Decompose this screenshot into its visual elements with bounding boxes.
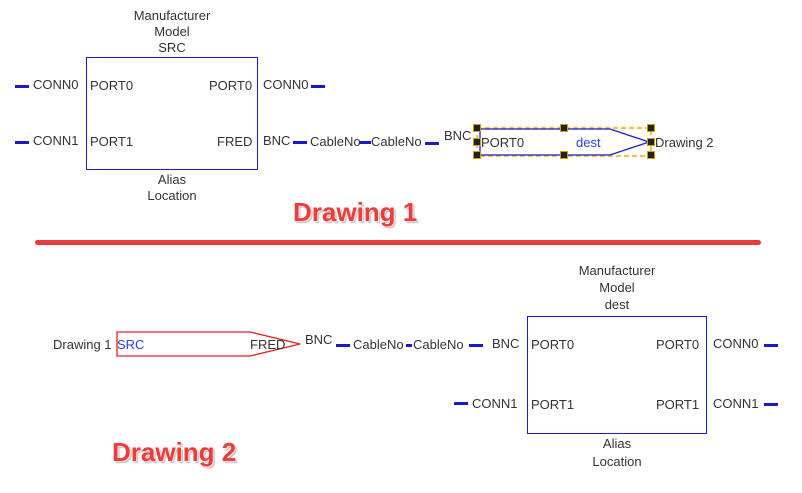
cable-wire-1[interactable] (293, 141, 307, 144)
dest-alias-label: Alias (602, 436, 632, 451)
src-port1-left[interactable]: PORT1 (90, 134, 134, 149)
selection-handle-tr[interactable] (647, 124, 655, 132)
conn0-right2-label: CONN0 (713, 336, 759, 351)
conn0-left-stub[interactable] (15, 85, 29, 88)
src-model-label: Model (154, 24, 190, 39)
dest-port1-right[interactable]: PORT1 (656, 397, 700, 412)
dest-name-label: dest (604, 297, 630, 312)
section-divider (35, 240, 761, 245)
cable2-wire-2[interactable] (406, 344, 412, 347)
conn1-left2-stub[interactable] (454, 402, 468, 405)
src-port0-right[interactable]: PORT0 (209, 78, 253, 93)
offpage-fred-label: FRED (250, 337, 286, 352)
conn1-left-stub[interactable] (15, 141, 29, 144)
src-name-label: SRC (158, 40, 186, 55)
selection-handle-br[interactable] (647, 151, 655, 159)
cable2-label-b: CableNo (413, 337, 464, 352)
conn1-right2-stub[interactable] (764, 403, 778, 406)
offpage-port-label: PORT0 (481, 135, 525, 150)
cable2-label-a: CableNo (353, 337, 404, 352)
selection-handle-tl[interactable] (473, 124, 481, 132)
conn0-right2-stub[interactable] (764, 344, 778, 347)
cable-wire-3[interactable] (425, 142, 439, 145)
drawing-2-title: Drawing 2 (112, 437, 237, 467)
conn0-right-stub[interactable] (311, 85, 325, 88)
selection-handle-bc[interactable] (560, 151, 568, 159)
conn1-left2-label: CONN1 (472, 396, 518, 411)
offpage-source-label: Drawing 1 (53, 337, 112, 352)
src-alias-label: Alias (157, 172, 187, 187)
src-device-box[interactable] (86, 57, 258, 170)
bnc-right-label: BNC (263, 133, 291, 148)
src-manufacturer-label: Manufacturer (133, 8, 211, 23)
cable2-wire-3[interactable] (469, 344, 483, 347)
conn1-left-label: CONN1 (33, 133, 79, 148)
dest-port1-left[interactable]: PORT1 (531, 397, 575, 412)
dest-location-label: Location (592, 454, 642, 469)
conn1-right2-label: CONN1 (713, 396, 759, 411)
dest-device-box[interactable] (527, 316, 707, 434)
cable-label-a: CableNo (310, 134, 361, 149)
cable-label-b: CableNo (371, 134, 422, 149)
selection-handle-ml[interactable] (473, 138, 481, 146)
selection-handle-mr[interactable] (647, 138, 655, 146)
src-fred-port[interactable]: FRED (217, 134, 253, 149)
dest-port0-right[interactable]: PORT0 (656, 337, 700, 352)
selection-handle-tc[interactable] (560, 124, 568, 132)
cable-wire-2[interactable] (359, 141, 371, 144)
dest-bnc-left-label: BNC (492, 336, 520, 351)
dest-manufacturer-label: Manufacturer (578, 263, 656, 278)
dest-port0-left[interactable]: PORT0 (531, 337, 575, 352)
src-port0-left[interactable]: PORT0 (90, 78, 134, 93)
drawing-1-title: Drawing 1 (293, 197, 418, 227)
src-location-label: Location (147, 188, 197, 203)
dest-model-label: Model (599, 280, 635, 295)
offpage-target-label: Drawing 2 (655, 135, 714, 150)
conn0-right-label: CONN0 (263, 77, 309, 92)
cable2-wire-1[interactable] (336, 344, 350, 347)
offpage-src-name: SRC (117, 337, 145, 352)
offpage2-bnc-label: BNC (305, 332, 333, 347)
offpage-name-label: dest (576, 135, 601, 150)
offpage-bnc-label: BNC (444, 128, 472, 143)
conn0-left-label: CONN0 (33, 77, 79, 92)
selection-handle-bl[interactable] (473, 151, 481, 159)
